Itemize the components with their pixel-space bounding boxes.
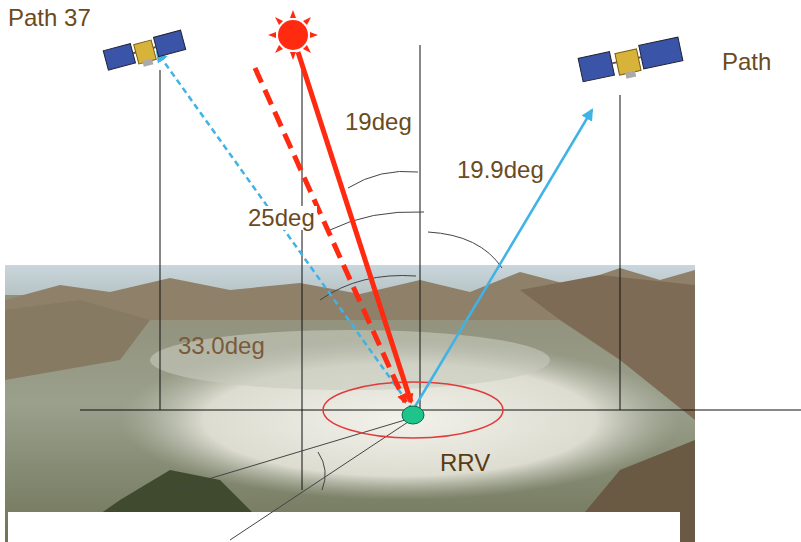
path-label: Path — [722, 50, 771, 74]
angle-label: 19deg — [345, 110, 412, 134]
angle-label: 19.9deg — [457, 158, 544, 182]
angle-label: 33.0deg — [178, 334, 265, 358]
site-label: RRV — [440, 451, 490, 475]
path-label: Path 37 — [8, 6, 91, 30]
angle-label: 25deg — [246, 206, 317, 230]
